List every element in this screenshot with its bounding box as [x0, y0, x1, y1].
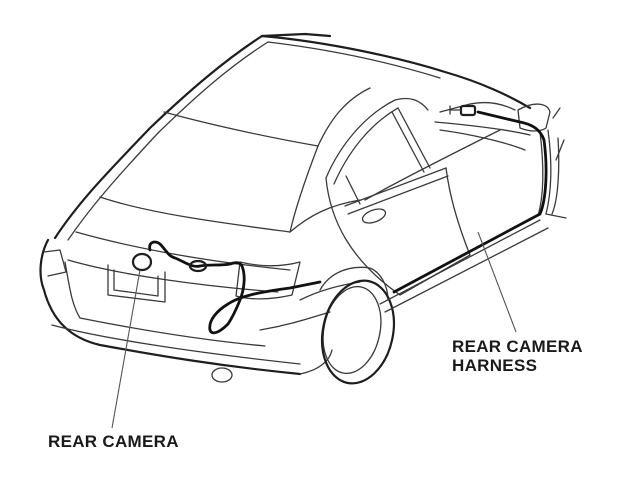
rear-door-opening: [325, 97, 567, 313]
rear-camera-harness: [131, 104, 548, 335]
rear-camera-harness-label: REAR CAMERA HARNESS: [452, 337, 583, 375]
rear-camera-leader: [111, 269, 141, 429]
harness-label-line1: REAR CAMERA: [452, 337, 583, 356]
harness-label-line2: HARNESS: [452, 356, 538, 375]
car-body-outline: [39, 32, 532, 383]
rear-wheel: [319, 266, 396, 385]
harness-leader: [477, 231, 517, 333]
leader-lines: [111, 231, 517, 429]
rear-camera-label: REAR CAMERA: [48, 432, 179, 451]
